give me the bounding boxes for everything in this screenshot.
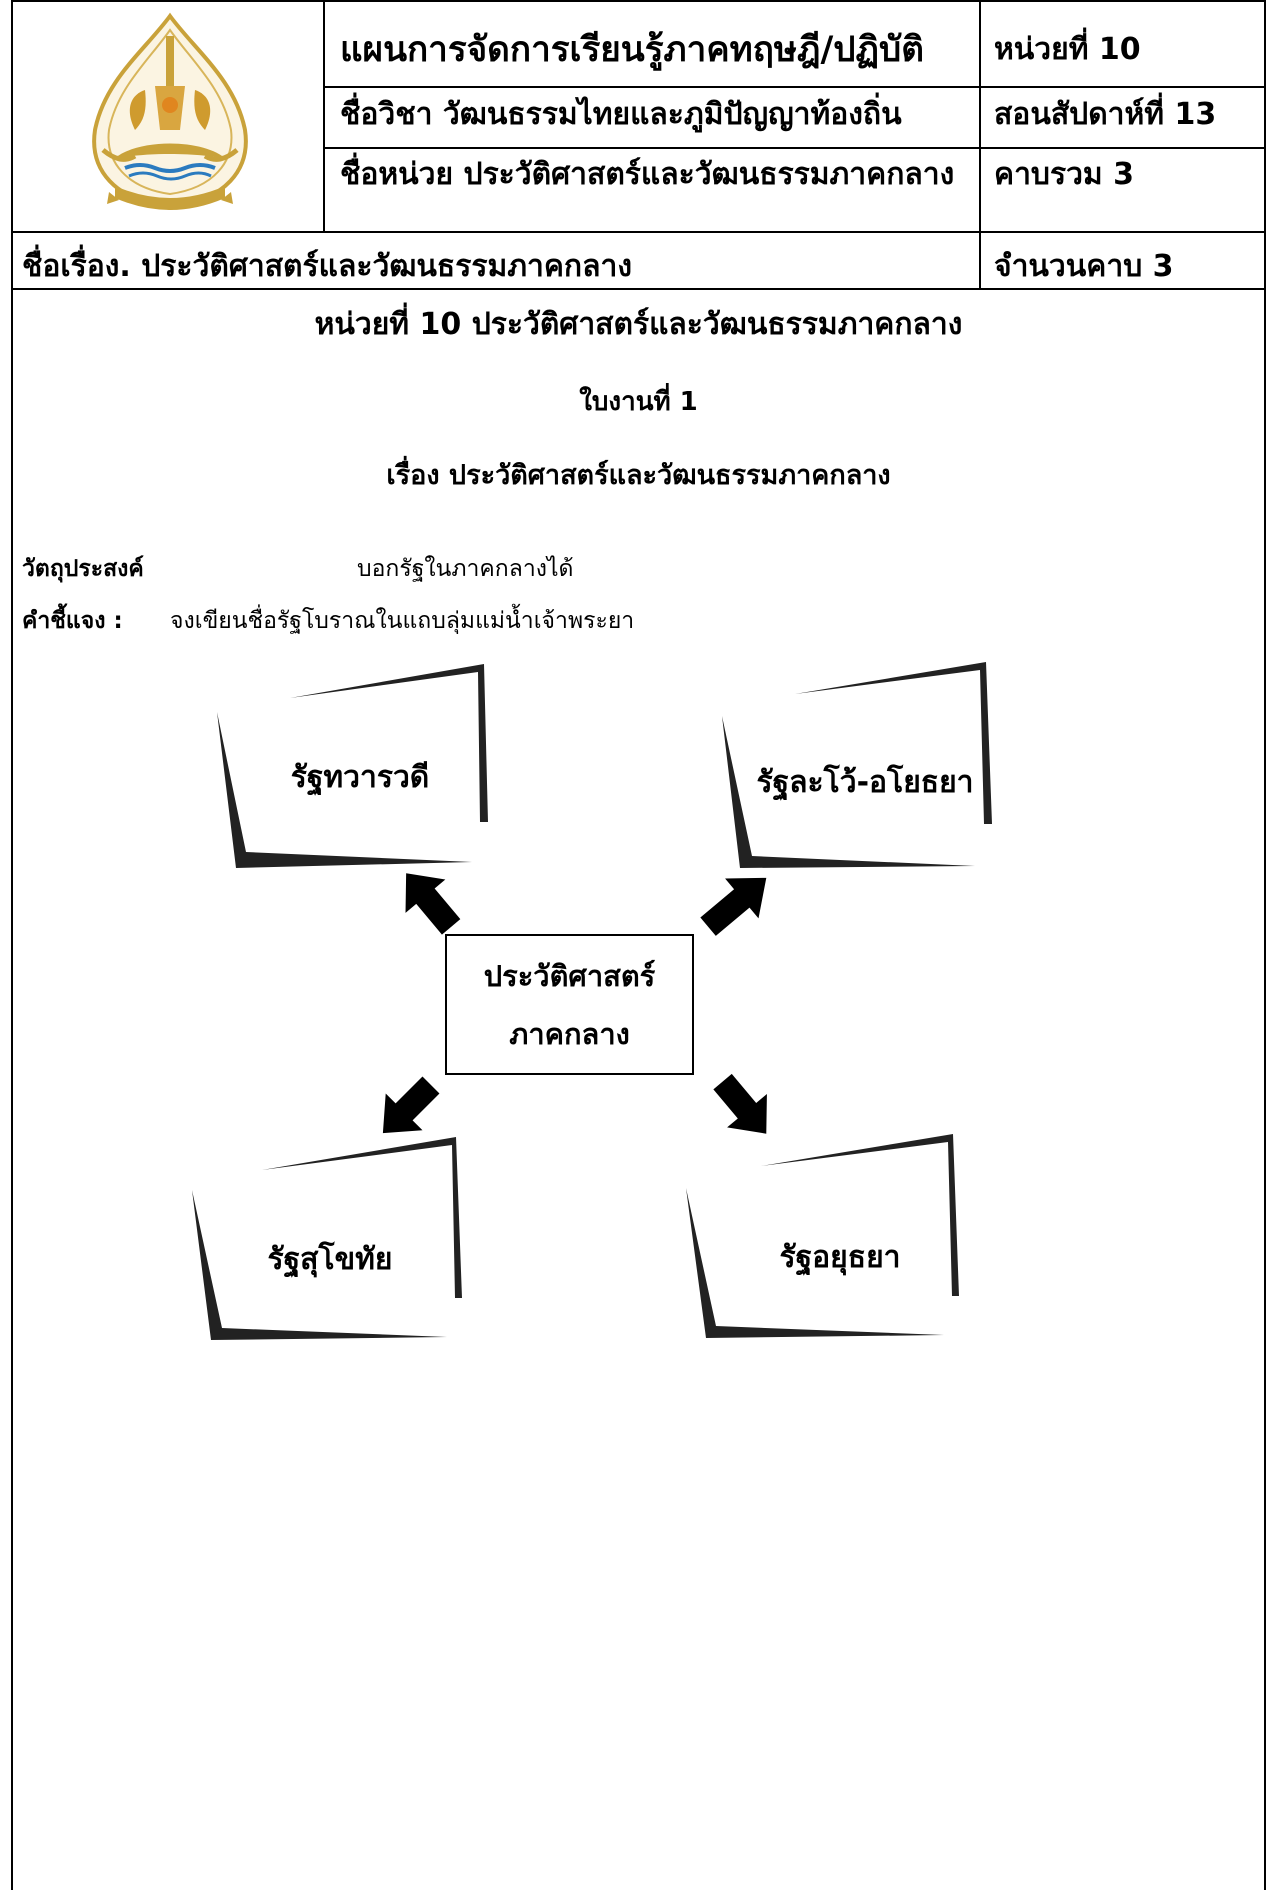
worksheet-label: ใบงานที่ 1 [579,387,698,417]
center-box [445,934,694,1075]
instruction-text: จงเขียนชื่อรัฐโบราณในแถบลุ่มแม่น้ำเจ้าพร… [170,608,635,634]
header-divider-col1 [323,0,325,232]
arrow-down-left-icon [382,1076,440,1134]
table-border-top [11,0,1266,2]
header-row2-line [323,147,1266,149]
center-title-line2: ภาคกลาง [509,1017,630,1051]
header-divider-col2 [979,0,981,290]
topic-title: ชื่อเรื่อง. ประวัติศาสตร์และวัฒนธรรมภาคก… [22,249,632,284]
unit-name: ชื่อหน่วย ประวัติศาสตร์และวัฒนธรรมภาคกลา… [340,157,955,192]
state-ayutthaya: รัฐอยุธยา [779,1240,901,1275]
subject-name: ชื่อวิชา วัฒนธรรมไทยและภูมิปัญญาท้องถิ่น [340,97,902,132]
frame-top-left [217,664,488,868]
arrow-up-right-icon [700,877,767,936]
frame-bottom-left [192,1137,462,1340]
university-logo [85,10,255,225]
seal-emblem-icon [92,12,248,211]
total-periods: คาบรวม 3 [994,157,1135,192]
state-sukhothai: รัฐสุโขทัย [267,1242,393,1277]
objective-label: วัตถุประสงค์ [22,556,144,582]
unit-heading: หน่วยที่ 10 ประวัติศาสตร์และวัฒนธรรมภาคก… [314,307,963,342]
header-row1-line [323,86,1266,88]
instruction-label: คำชี้แจง : [22,608,123,634]
arrow-up-left-icon [405,873,461,935]
period-count: จำนวนคาบ 3 [994,249,1174,284]
table-border-left [11,0,13,1890]
frame-top-right [722,662,992,868]
plan-title: แผนการจัดการเรียนรู้ภาคทฤษฎี/ปฏิบัติ [340,30,924,70]
state-dvaravati: รัฐทวารวดี [290,760,430,795]
center-title-line1: ประวัติศาสตร์ [483,959,656,993]
unit-number: หน่วยที่ 10 [994,32,1141,67]
objective-text: บอกรัฐในภาคกลางได้ [357,556,574,582]
header-row3-line [11,231,1266,233]
state-lavo-ayodhya: รัฐละโว้-อโยธยา [756,765,974,800]
table-border-right [1264,0,1266,1890]
frame-bottom-right [686,1134,959,1338]
arrow-down-right-icon [713,1073,767,1134]
teaching-week: สอนสัปดาห์ที่ 13 [994,97,1217,132]
worksheet-subject: เรื่อง ประวัติศาสตร์และวัฒนธรรมภาคกลาง [386,460,891,491]
topic-row-line [11,288,1266,290]
